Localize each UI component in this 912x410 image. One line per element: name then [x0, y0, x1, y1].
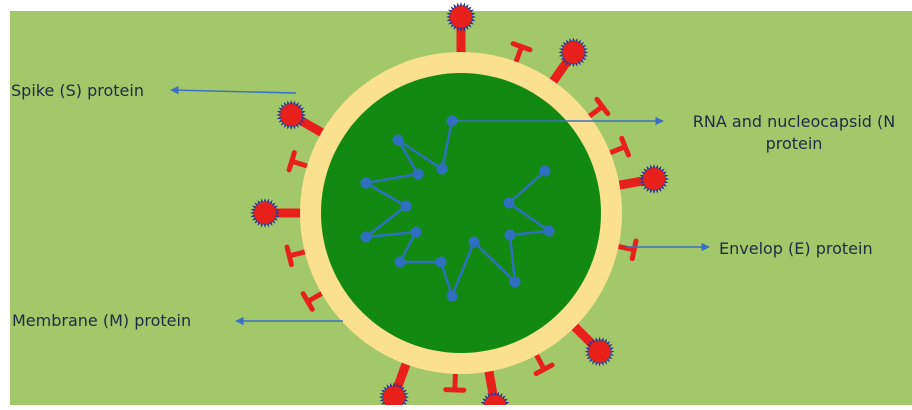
small-protein-cap: [284, 244, 294, 268]
small-protein-cap: [510, 41, 533, 53]
rna-node: [436, 163, 448, 175]
spike-head: [280, 104, 303, 126]
rna-node: [539, 165, 551, 177]
surface-proteins: [250, 2, 669, 410]
rna-node: [360, 231, 372, 243]
spike-head: [254, 202, 276, 224]
small-protein-cap: [443, 387, 467, 393]
rna-strand: [360, 115, 555, 302]
rna-node: [435, 256, 447, 268]
spike-head: [450, 6, 472, 28]
rna-node: [410, 226, 422, 238]
rna-node: [509, 276, 521, 288]
spike-protein-label: Spike (S) protein: [11, 81, 144, 100]
rna-node: [400, 200, 412, 212]
spike-head: [562, 41, 585, 64]
rna-node: [394, 256, 406, 268]
small-protein-cap: [629, 238, 639, 262]
membrane-protein-label: Membrane (M) protein: [12, 311, 192, 330]
spike-head: [643, 167, 666, 190]
envelope-protein-label: Envelop (E) protein: [719, 239, 873, 258]
small-protein-cap: [300, 291, 315, 312]
small-protein-cap: [594, 96, 611, 117]
label-arrows: [170, 85, 710, 326]
rna-node: [503, 197, 515, 209]
spike-protein: [546, 37, 589, 89]
rna-nucleocapsid-label: RNA and nucleocapsid (N protein: [692, 112, 896, 153]
spike-head: [588, 340, 611, 363]
small-protein-cap: [619, 135, 631, 158]
rna-node: [412, 168, 424, 180]
rna-node: [360, 177, 372, 189]
rna-node: [392, 134, 404, 146]
small-protein-cap: [286, 150, 297, 173]
rna-node: [468, 236, 480, 248]
rna-node: [504, 229, 516, 241]
spike-label-arrow: [170, 85, 297, 95]
virus-core: [321, 73, 601, 353]
spike-head: [382, 386, 405, 409]
rna-node: [446, 290, 458, 302]
small-protein-cap: [533, 362, 555, 377]
rna-node: [543, 225, 555, 237]
